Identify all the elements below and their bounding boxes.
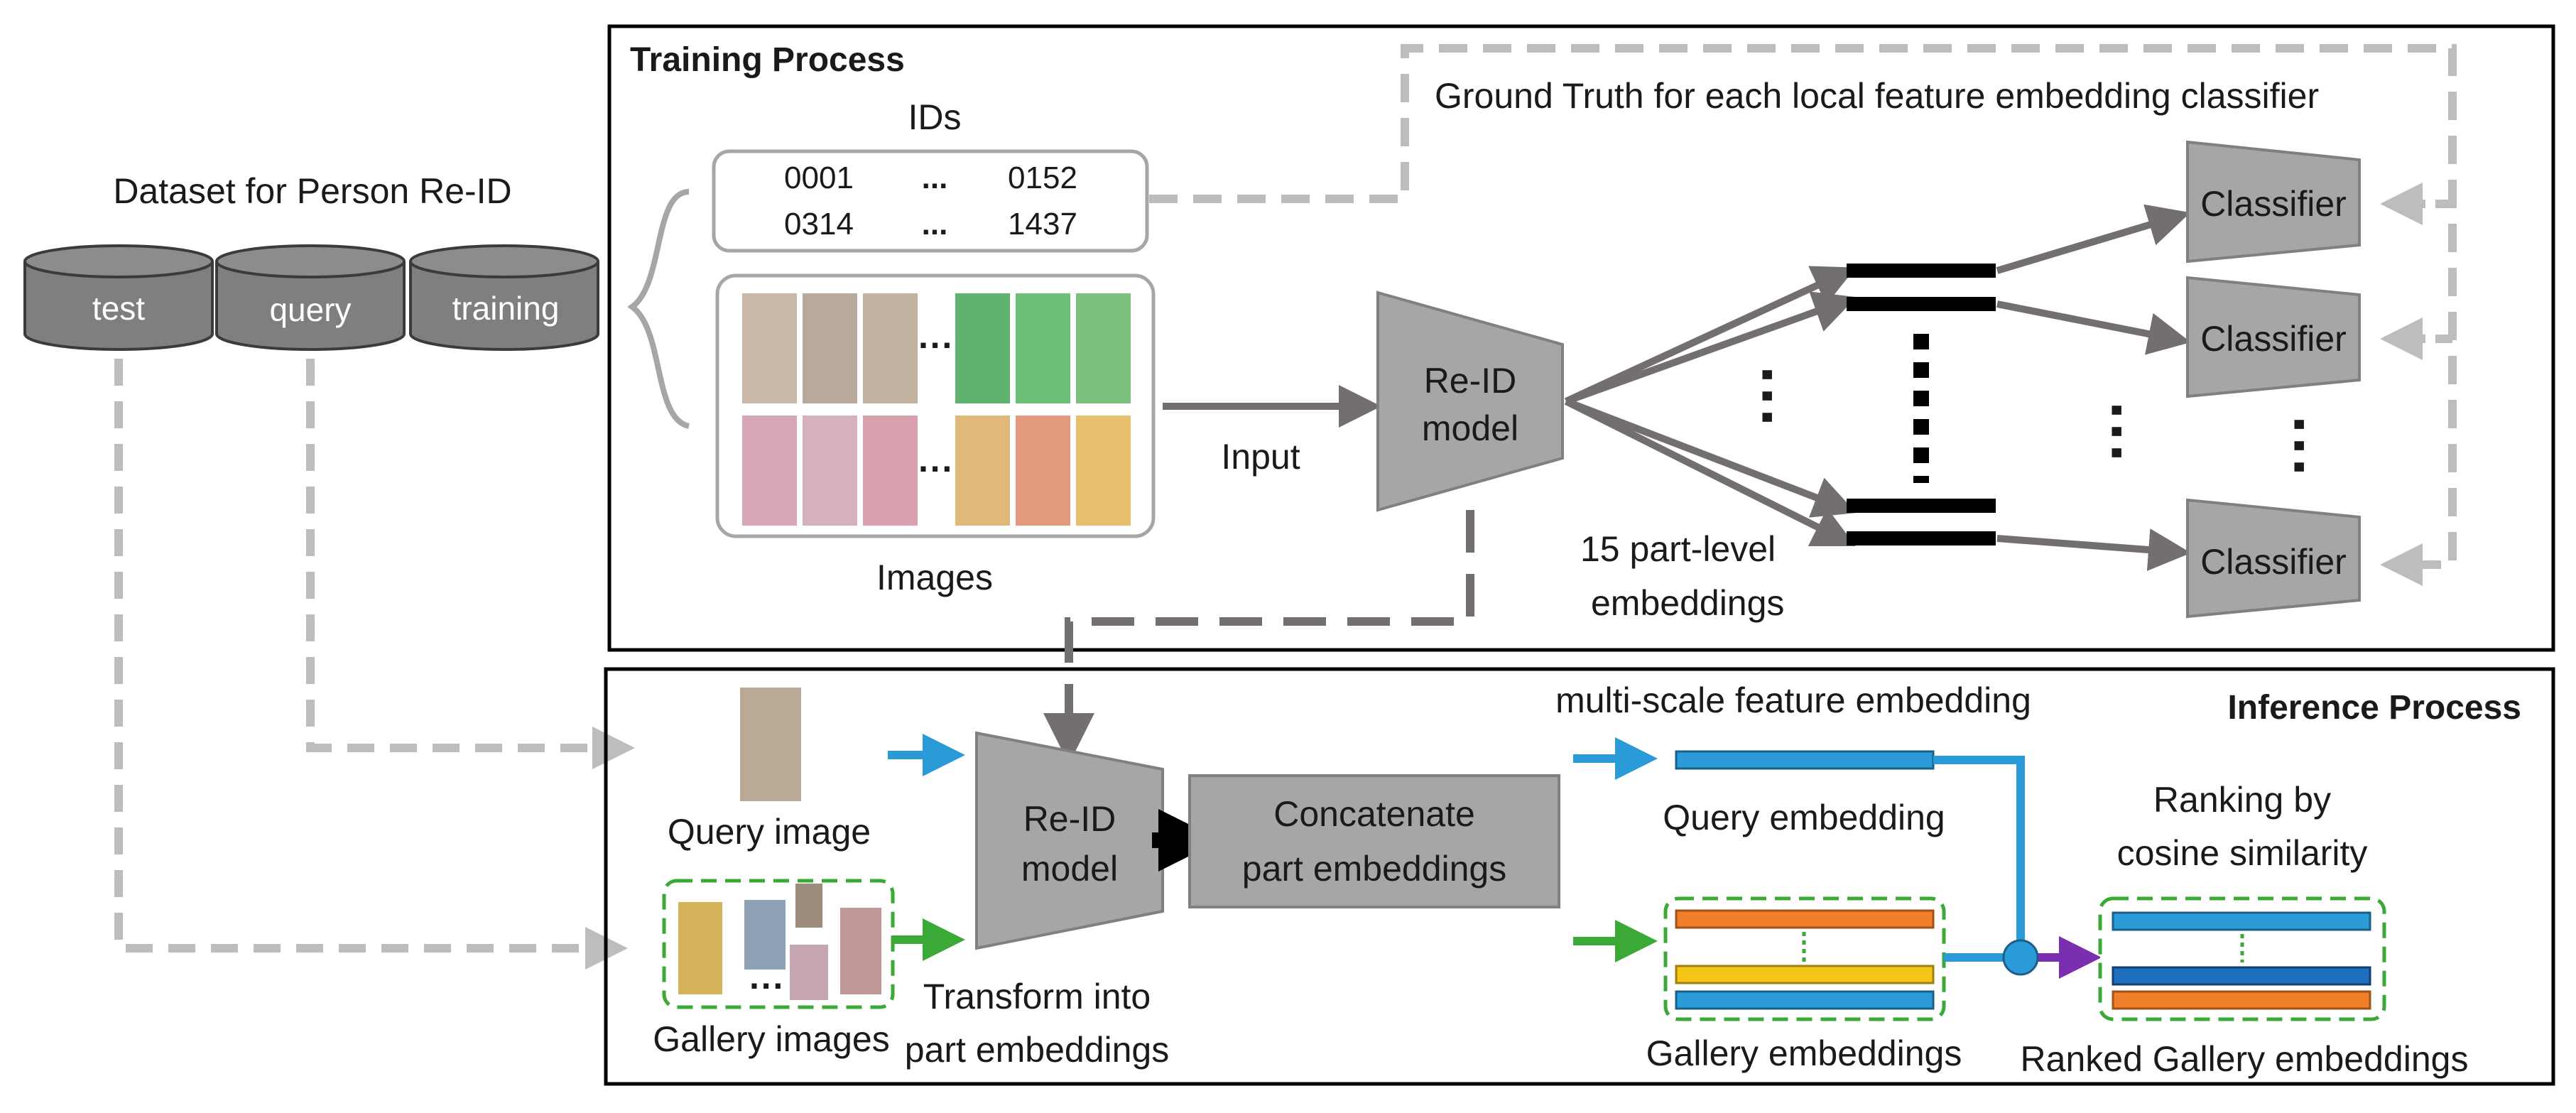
gallery-embedding-bar bbox=[1675, 965, 1935, 984]
id-value: ... bbox=[922, 161, 948, 195]
svg-text:···: ··· bbox=[918, 449, 954, 489]
inference-model-line1: Re-ID bbox=[1023, 799, 1116, 839]
ranked-embedding-bar bbox=[2112, 990, 2371, 1010]
gallery-image-thumbnails: ··· bbox=[678, 884, 881, 1006]
ids-box bbox=[712, 149, 1149, 253]
inference-reid-model bbox=[975, 731, 1164, 950]
classifier-label: Classifier bbox=[2200, 319, 2347, 359]
query-to-merge-line bbox=[1933, 756, 2025, 955]
dashed-query-to-query-image bbox=[306, 359, 635, 769]
transform-label-line2: part embeddings bbox=[905, 1030, 1169, 1070]
transform-label-line1: Transform into bbox=[923, 977, 1151, 1016]
images-label: Images bbox=[876, 558, 993, 597]
inference-model-line2: model bbox=[1021, 849, 1118, 889]
ranking-label-line2: cosine similarity bbox=[2117, 833, 2368, 873]
model-to-embedding-arrows bbox=[1564, 266, 1857, 546]
id-value: 0314 bbox=[784, 207, 854, 241]
gallery-embeddings-label: Gallery embeddings bbox=[1646, 1033, 1962, 1073]
concat-line2: part embeddings bbox=[1242, 849, 1506, 889]
ground-truth-dashed-line bbox=[1149, 44, 2457, 586]
cylinder-query-label: query bbox=[269, 291, 351, 328]
query-image-thumbnail bbox=[740, 688, 801, 801]
classifier-2: Classifier bbox=[2186, 276, 2361, 398]
curly-brace bbox=[627, 189, 690, 429]
classifier-label: Classifier bbox=[2200, 542, 2347, 582]
merge-node bbox=[2002, 939, 2039, 976]
svg-text:···: ··· bbox=[749, 966, 785, 1006]
training-model-line2: model bbox=[1422, 408, 1518, 448]
inference-process: Inference Process Query image ··· Galler… bbox=[604, 667, 2555, 1086]
ellipsis-right: ··· bbox=[2263, 416, 2335, 479]
inference-frame bbox=[604, 667, 2555, 1086]
id-value: 1437 bbox=[1008, 207, 1077, 241]
cylinder-training-label: training bbox=[452, 290, 560, 327]
ids-label: IDs bbox=[908, 97, 962, 137]
gallery-embedding-bar bbox=[1675, 990, 1935, 1010]
classifier-label: Classifier bbox=[2200, 184, 2347, 224]
ranked-embedding-bar bbox=[2112, 966, 2371, 986]
cylinder-test: test bbox=[23, 244, 214, 351]
query-embedding-bar bbox=[1675, 750, 1935, 770]
part-level-label-line1: 15 part-level bbox=[1580, 529, 1776, 569]
ellipsis-mid: ··· bbox=[2081, 401, 2152, 465]
gallery-images-label: Gallery images bbox=[653, 1019, 889, 1059]
training-image-thumbnails: ··· ··· bbox=[742, 293, 1131, 526]
dashed-model-transfer bbox=[1043, 510, 1474, 764]
concat-line1: Concatenate bbox=[1273, 794, 1475, 834]
gallery-embedding-bar bbox=[1675, 909, 1935, 929]
cylinder-training: training bbox=[409, 244, 599, 351]
part-level-label-line2: embeddings bbox=[1591, 583, 1784, 623]
training-frame bbox=[607, 24, 2555, 652]
classifier-1: Classifier bbox=[2186, 140, 2361, 264]
dashed-test-to-gallery bbox=[114, 359, 628, 970]
classifier-3: Classifier bbox=[2186, 498, 2361, 619]
svg-text:···: ··· bbox=[918, 325, 954, 365]
part-level-embedding-bars bbox=[1847, 264, 1996, 545]
id-value: 0152 bbox=[1008, 161, 1077, 195]
embedding-to-classifier-arrows bbox=[1996, 204, 2191, 571]
ellipsis-left: ··· bbox=[1732, 366, 1803, 430]
cylinder-test-label: test bbox=[92, 290, 145, 327]
dataset-title: Dataset for Person Re-ID bbox=[113, 171, 511, 211]
training-model-line1: Re-ID bbox=[1424, 361, 1517, 401]
id-value: 0001 bbox=[784, 161, 854, 195]
training-title: Training Process bbox=[630, 41, 905, 79]
ranked-embedding-bar bbox=[2112, 911, 2371, 931]
inference-title: Inference Process bbox=[2227, 689, 2521, 727]
training-reid-model bbox=[1376, 291, 1564, 512]
query-embedding-label: Query embedding bbox=[1663, 798, 1945, 837]
ground-truth-label: Ground Truth for each local feature embe… bbox=[1435, 76, 2319, 116]
ranked-gallery-label: Ranked Gallery embeddings bbox=[2021, 1039, 2469, 1079]
input-label: Input bbox=[1221, 437, 1300, 477]
query-image-label: Query image bbox=[668, 812, 871, 852]
multiscale-label: multi-scale feature embedding bbox=[1555, 680, 2031, 720]
cylinder-query: query bbox=[215, 244, 406, 351]
dataset-group: Dataset for Person Re-ID test query trai… bbox=[23, 171, 690, 970]
ranking-label-line1: Ranking by bbox=[2153, 780, 2331, 820]
training-process: Training Process IDs 0001 ... 0152 0314 … bbox=[607, 24, 2555, 652]
id-value: ... bbox=[922, 207, 948, 241]
concatenate-box bbox=[1188, 774, 1560, 908]
